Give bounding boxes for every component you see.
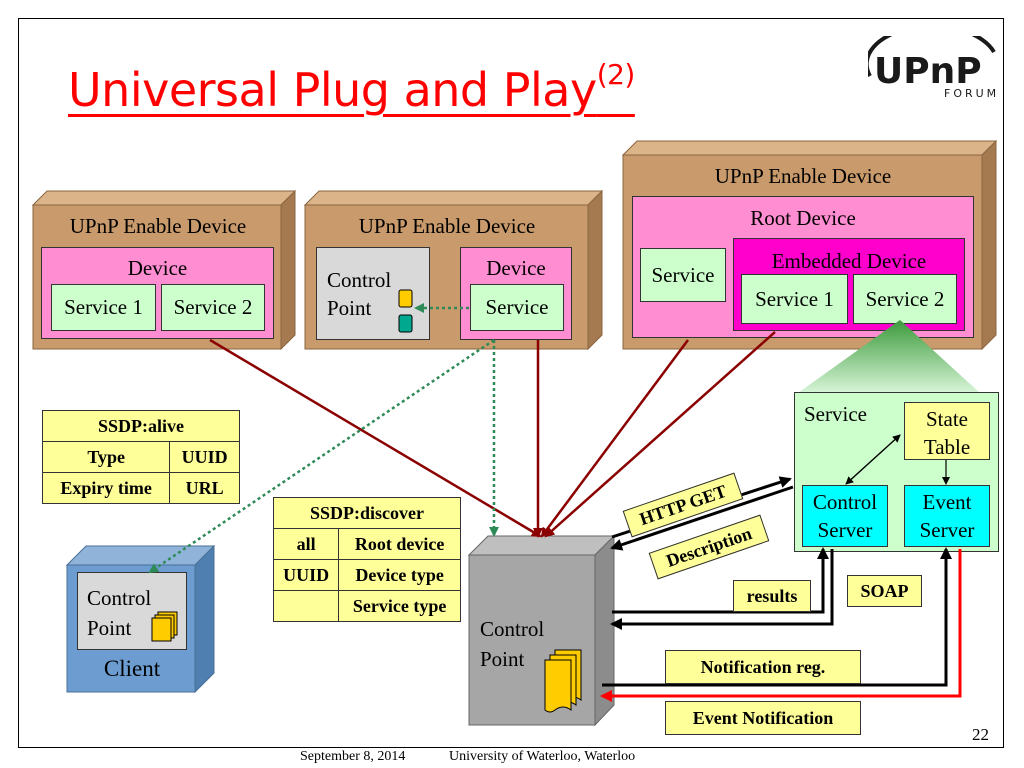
device-left-service-1: Service 1 (51, 284, 156, 331)
control-server-label: Control Server (812, 490, 878, 542)
event-notification-arrow (600, 549, 962, 702)
zoom-triangle (798, 320, 980, 393)
device-middle-device-label: Device (486, 256, 546, 280)
control-point-icons (398, 289, 413, 333)
ssdp-discover-cell: Device type (338, 559, 461, 591)
page-number: 22 (972, 725, 989, 744)
device-middle-header: UPnP Enable Device (358, 214, 536, 238)
device-right-root-label: Root Device (750, 206, 856, 230)
service-detail-label: Service (804, 402, 867, 426)
logo-brand: UPnP (874, 51, 982, 92)
device-left-header: UPnP Enable Device (69, 214, 247, 238)
device-right-service-2: Service 2 (853, 274, 957, 324)
logo-sub: FORUM (944, 87, 999, 100)
device-middle-control-point-label: Control Point (327, 268, 392, 320)
ssdp-alive-cell: Expiry time (41, 472, 171, 504)
slide-border (18, 18, 1004, 748)
results-tag: results (733, 580, 811, 612)
title-text: Universal Plug and Play (68, 63, 597, 117)
advert-line-left (209, 338, 542, 538)
device-middle-control-point: Control Point (316, 247, 430, 340)
page-title: Universal Plug and Play(2) (68, 58, 635, 117)
client-document-icon (151, 611, 178, 642)
client-label: Client (103, 656, 161, 681)
notification-reg-arrow (602, 547, 952, 687)
footer-org: University of Waterloo, Waterloo (449, 749, 636, 764)
advert-line-right-1 (540, 339, 690, 538)
control-point-main-document-icon (544, 649, 582, 713)
title-superscript: (2) (596, 58, 636, 91)
event-server: Event Server (904, 485, 990, 547)
dotted-line-client (148, 338, 495, 574)
state-table: State Table (904, 402, 990, 460)
device-right-embedded-label: Embedded Device (771, 249, 927, 273)
device-right-header: UPnP Enable Device (714, 164, 892, 188)
ssdp-discover-cell: Service type (338, 590, 461, 622)
soap-tag: SOAP (847, 575, 922, 607)
client-control-point-label: Control Point (87, 586, 152, 640)
device-right-service: Service (640, 248, 726, 302)
notification-reg-tag: Notification reg. (665, 650, 861, 684)
state-table-label: State Table (923, 407, 971, 459)
results-arrow (610, 549, 834, 630)
ssdp-discover-cell: Root device (338, 528, 461, 560)
footer-date: September 8, 2014 (300, 749, 406, 764)
ssdp-alive-cell: Type (41, 441, 171, 473)
ssdp-discover-title: SSDP:discover (273, 497, 461, 529)
event-server-label: Event Server (919, 490, 975, 542)
state-control-link-back (845, 434, 901, 485)
advert-line-right-2 (544, 331, 776, 538)
ssdp-discover-cell (272, 590, 340, 622)
event-notification-tag: Event Notification (665, 701, 861, 735)
control-point-main-label: Control Point (480, 617, 545, 671)
device-middle-service: Service (470, 284, 564, 331)
device-left-device-label: Device (127, 256, 188, 280)
device-right-service-1: Service 1 (741, 274, 848, 324)
ssdp-alive-cell: URL (169, 472, 240, 504)
control-server: Control Server (802, 485, 888, 547)
upnp-forum-logo: UPnP FORUM (868, 36, 999, 100)
description-arrow (610, 485, 794, 551)
soap-arrow (612, 547, 829, 614)
device-left-service-2: Service 2 (161, 284, 265, 331)
